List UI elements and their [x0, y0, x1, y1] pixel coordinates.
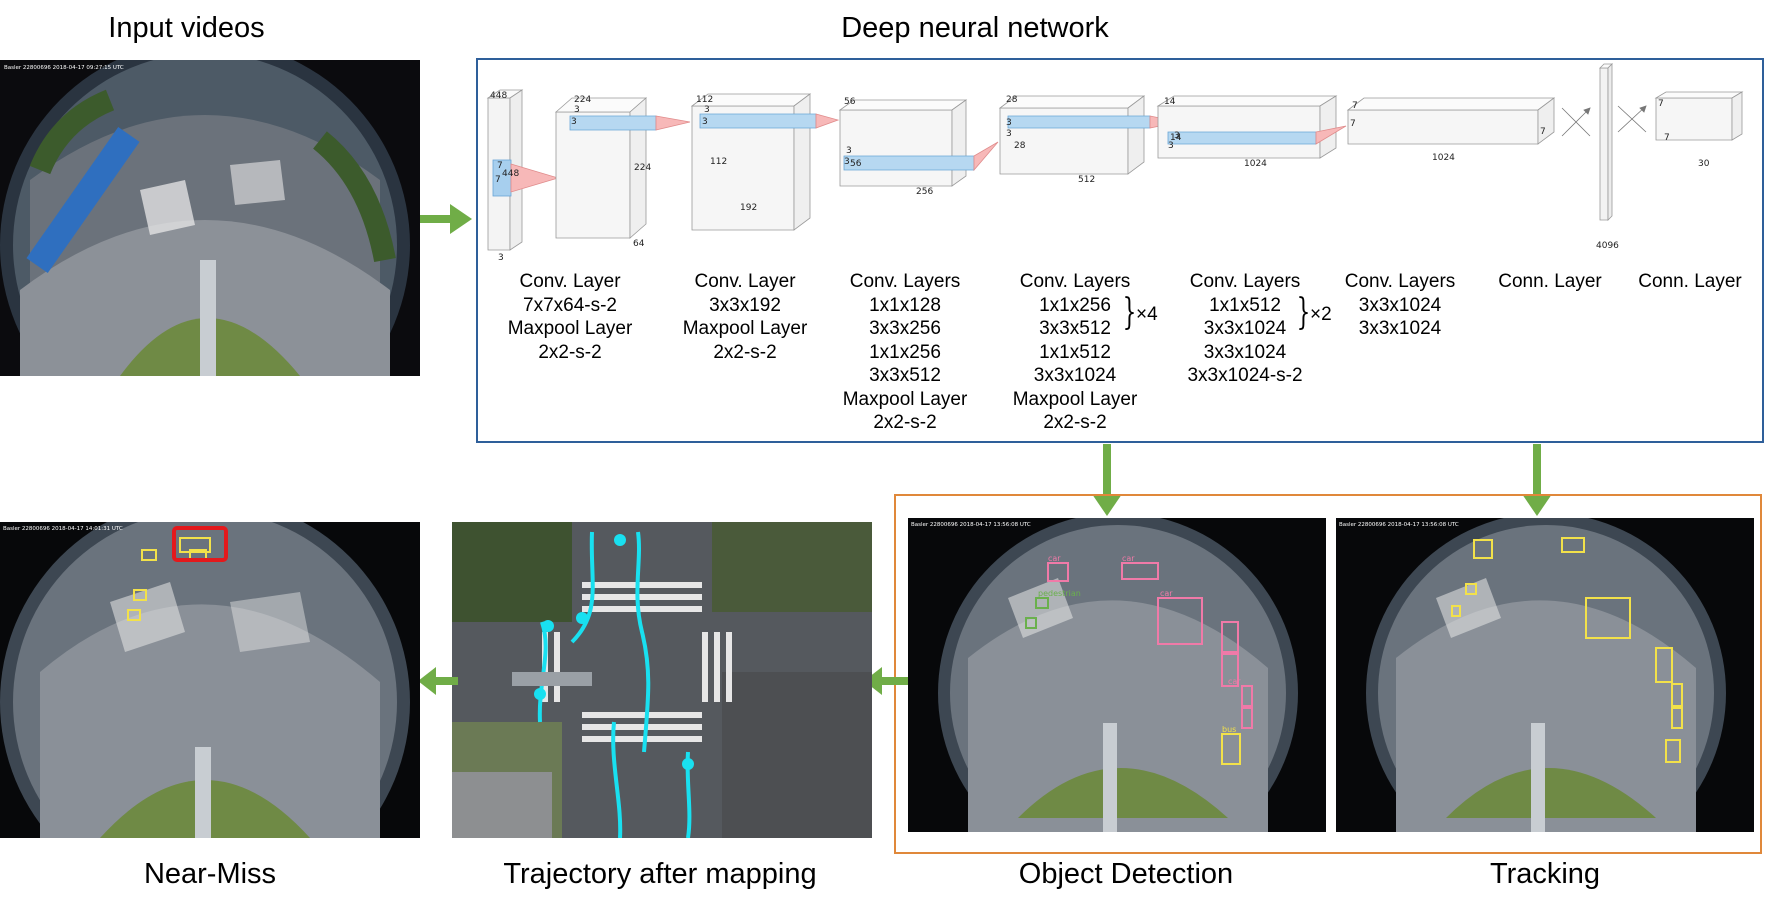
- out-w: 7: [1664, 133, 1670, 143]
- multiplier-x4: ×4: [1136, 304, 1158, 325]
- volume-5: [998, 95, 1181, 175]
- v6-h: 14: [1164, 97, 1176, 107]
- v1-k2: 7: [495, 175, 501, 185]
- v6-d: 1024: [1244, 159, 1267, 169]
- fc-arrows-1: [1561, 107, 1591, 137]
- fc-arrows-2: [1617, 105, 1647, 133]
- v6-w: 14: [1170, 133, 1182, 143]
- arrow-detection-to-trajectory: [864, 667, 908, 695]
- brace-x4: }: [1122, 292, 1137, 333]
- arrow-dnn-to-tracking: [1522, 444, 1552, 516]
- fc1-size: 4096: [1596, 241, 1619, 251]
- det-label-4: car: [1228, 677, 1241, 686]
- trajectory-title: Trajectory after mapping: [503, 858, 817, 890]
- v2-h: 224: [574, 95, 591, 105]
- multiplier-x2: ×2: [1310, 304, 1332, 325]
- v7-h: 7: [1352, 101, 1358, 111]
- volume-4: [838, 99, 999, 187]
- dnn-architecture-diagram: 448 448 3 7 7 224 224 64 3 3 112 112 192…: [486, 63, 1744, 260]
- v5-k2: 3: [1006, 129, 1012, 139]
- v6-k1: 3: [1168, 141, 1174, 151]
- dnn-panel: [476, 58, 1764, 443]
- volume-1: [486, 89, 560, 251]
- detection-timestamp: Basler 22800696 2018-04-17 13:56:08 UTC: [911, 522, 1031, 528]
- volume-7: [1346, 97, 1556, 145]
- v7-d: 1024: [1432, 153, 1455, 163]
- v4-h: 56: [844, 97, 856, 107]
- det-label-5: bus: [1222, 725, 1236, 734]
- det-label-1: car: [1122, 554, 1135, 563]
- volume-6: [1156, 95, 1347, 159]
- dnn-title: Deep neural network: [841, 12, 1109, 44]
- arrow-input-to-dnn: [420, 204, 472, 234]
- v4-k2: 3: [844, 157, 850, 167]
- v7-w: 7: [1540, 127, 1546, 137]
- volume-3: [690, 93, 840, 231]
- near-miss-frame: Basler 22800696 2018-04-17 14:01:31 UTC: [0, 522, 420, 838]
- det-label-3: pedestrian: [1038, 589, 1081, 598]
- v3-k2: 3: [702, 117, 708, 127]
- v3-k1: 3: [704, 105, 710, 115]
- v7-k: 7: [1350, 119, 1356, 129]
- trajectory-map: [452, 522, 872, 838]
- layer-caption-7: Conn. Layer: [1498, 271, 1602, 292]
- v2-k1: 3: [574, 105, 580, 115]
- layer-caption-8: Conn. Layer: [1638, 271, 1742, 292]
- v5-d: 512: [1078, 175, 1095, 185]
- v4-w: 56: [850, 159, 862, 169]
- arrow-trajectory-to-near-miss: [418, 667, 458, 695]
- v5-k1: 3: [1006, 118, 1012, 128]
- near-miss-title: Near-Miss: [143, 858, 277, 890]
- v2-k2: 3: [571, 117, 577, 127]
- detection-tracking-group: [894, 494, 1762, 854]
- arrow-dnn-to-detection: [1092, 444, 1122, 516]
- v3-h: 112: [696, 95, 713, 105]
- output-volume: [1654, 91, 1744, 141]
- out-d: 30: [1698, 159, 1710, 169]
- input-video-frame: Basler 22800696 2018-04-17 09:27:15 UTC: [0, 60, 420, 376]
- v4-k1: 3: [846, 146, 852, 156]
- fc-layer-4096: [1599, 63, 1613, 221]
- v3-d: 192: [740, 203, 757, 213]
- v1-h: 448: [490, 91, 507, 101]
- det-label-0: car: [1048, 554, 1061, 563]
- v2-d: 64: [633, 239, 645, 249]
- det-label-2: car: [1160, 589, 1173, 598]
- v5-h: 28: [1006, 95, 1018, 105]
- near-miss-timestamp: Basler 22800696 2018-04-17 14:01:31 UTC: [3, 526, 123, 532]
- out-h: 7: [1658, 99, 1664, 109]
- tracking-frame: Basler 22800696 2018-04-17 13:56:08 UTC: [1336, 518, 1754, 832]
- volume-2: [554, 97, 691, 239]
- v3-w: 112: [710, 157, 727, 167]
- brace-x2: }: [1296, 292, 1311, 333]
- object-detection-title: Object Detection: [1018, 858, 1234, 890]
- input-videos-title: Input videos: [108, 12, 265, 44]
- v1-d: 3: [498, 253, 504, 260]
- v5-w: 28: [1014, 141, 1026, 151]
- v6-k2: 3: [1174, 131, 1180, 141]
- input-timestamp: Basler 22800696 2018-04-17 09:27:15 UTC: [4, 65, 124, 71]
- tracking-timestamp: Basler 22800696 2018-04-17 13:56:08 UTC: [1339, 522, 1459, 528]
- object-detection-frame: car car car pedestrian car bus Basler 22…: [908, 518, 1326, 832]
- v1-w: 448: [502, 169, 519, 179]
- v2-w: 224: [634, 163, 651, 173]
- tracking-title: Tracking: [1489, 858, 1601, 890]
- v4-d: 256: [916, 187, 933, 197]
- v1-k1: 7: [497, 161, 503, 171]
